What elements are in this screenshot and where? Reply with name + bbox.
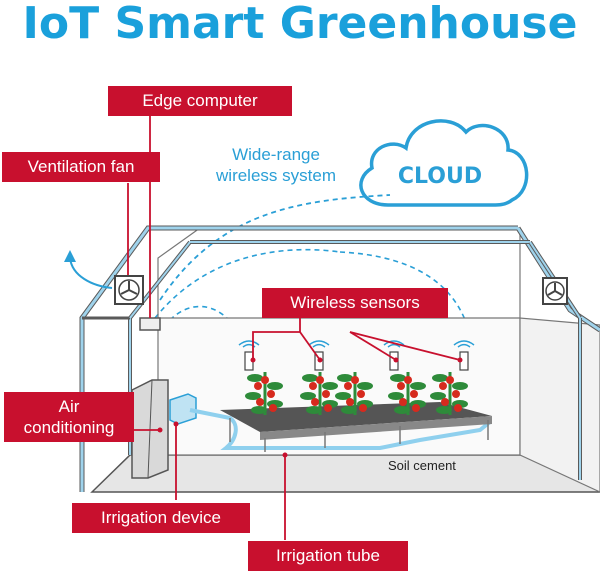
wifi-icon [457, 343, 471, 348]
wireless-system-line1: Wide-range [232, 145, 320, 164]
wifi-icon [238, 340, 260, 346]
irrigation-device [169, 393, 197, 425]
cloud-icon [359, 119, 529, 207]
label-air-conditioning-line1: Air [58, 397, 80, 416]
tomato-plant-icon [430, 372, 468, 415]
label-leader-lines [127, 108, 461, 540]
wifi-icon [242, 343, 256, 348]
label-air-conditioning: Air conditioning [4, 392, 134, 442]
wireless-link-sensors [154, 248, 341, 319]
air-conditioning-unit [131, 379, 169, 479]
tomato-plant-icon [335, 372, 373, 415]
edge-computer-device [139, 317, 161, 331]
wireless-system-label: Wide-range wireless system [186, 144, 366, 186]
wifi-icon [383, 340, 405, 346]
tomato-plant-icon [388, 372, 426, 415]
label-irrigation-tube: Irrigation tube [248, 541, 408, 571]
tomato-plant-icon [300, 372, 338, 415]
fan-icon [114, 275, 144, 305]
page-title: IoT Smart Greenhouse [22, 0, 578, 49]
label-irrigation-device: Irrigation device [72, 503, 250, 533]
label-edge-computer: Edge computer [108, 86, 292, 116]
wireless-system-line2: wireless system [216, 166, 336, 185]
fan-icon-right [542, 277, 568, 305]
label-wireless-sensors: Wireless sensors [262, 288, 448, 318]
planter-bed [220, 402, 492, 432]
wifi-icon [387, 343, 401, 348]
wifi-icon [453, 340, 475, 346]
label-ventilation-fan: Ventilation fan [2, 152, 160, 182]
wireless-link-sensors-right [339, 251, 471, 336]
wifi-icon [312, 343, 326, 348]
label-air-conditioning-line2: conditioning [23, 418, 115, 437]
tomato-plants [245, 372, 468, 415]
wireless-link-cloud [159, 194, 391, 301]
soil-cement-label: Soil cement [388, 458, 456, 473]
cloud-label: CLOUD [398, 164, 482, 189]
wifi-icon [308, 340, 330, 346]
tomato-plant-icon [245, 372, 283, 415]
